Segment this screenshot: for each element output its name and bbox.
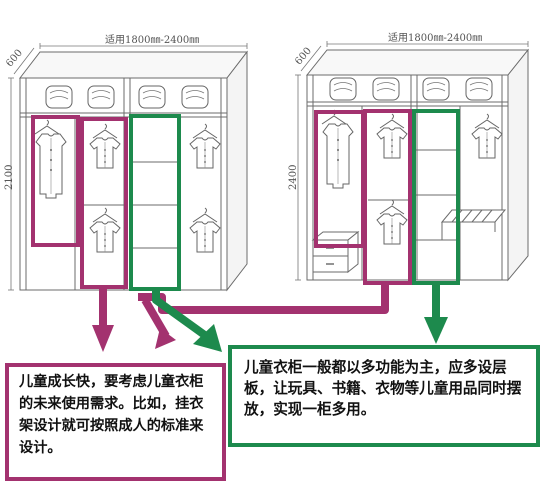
left-hang-frame-purple bbox=[31, 115, 80, 247]
callout-multifunction-note: 儿童衣柜一般都以多功能为主，应多设层板，让玩具、书籍、衣物等儿童用品同时摆放，实… bbox=[228, 345, 540, 447]
green-connectors bbox=[152, 283, 440, 340]
right-height-label: 2400 bbox=[288, 165, 299, 190]
left-dimensions bbox=[8, 43, 248, 291]
highlight-frames bbox=[31, 109, 460, 291]
green-arrow-right bbox=[424, 317, 448, 344]
left-height-label: 2100 bbox=[4, 165, 15, 190]
purple-arrow-right-shaft bbox=[141, 297, 170, 339]
right-dimensions bbox=[295, 41, 529, 281]
callout-growth-text: 儿童成长快，要考虑儿童衣柜的未来使用需求。比如，挂衣架设计就可按照成人的标准来设… bbox=[19, 374, 204, 456]
left-depth-label: 600 bbox=[4, 48, 25, 70]
purple-arrow-left bbox=[92, 325, 114, 352]
callout-growth-note: 儿童成长快，要考虑儿童衣柜的未来使用需求。比如，挂衣架设计就可按照成人的标准来设… bbox=[5, 363, 226, 481]
right-width-label: 适用1800㎜-2400㎜ bbox=[388, 32, 482, 44]
right-drawers bbox=[311, 230, 360, 274]
green-arrow-left bbox=[193, 324, 222, 352]
callout-multifunction-text: 儿童衣柜一般都以多功能为主，应多设层板，让玩具、书籍、衣物等儿童用品同时摆放，实… bbox=[244, 359, 522, 418]
right-depth-label: 600 bbox=[293, 46, 314, 68]
left-width-label: 适用1800㎜-2400㎜ bbox=[105, 34, 199, 46]
